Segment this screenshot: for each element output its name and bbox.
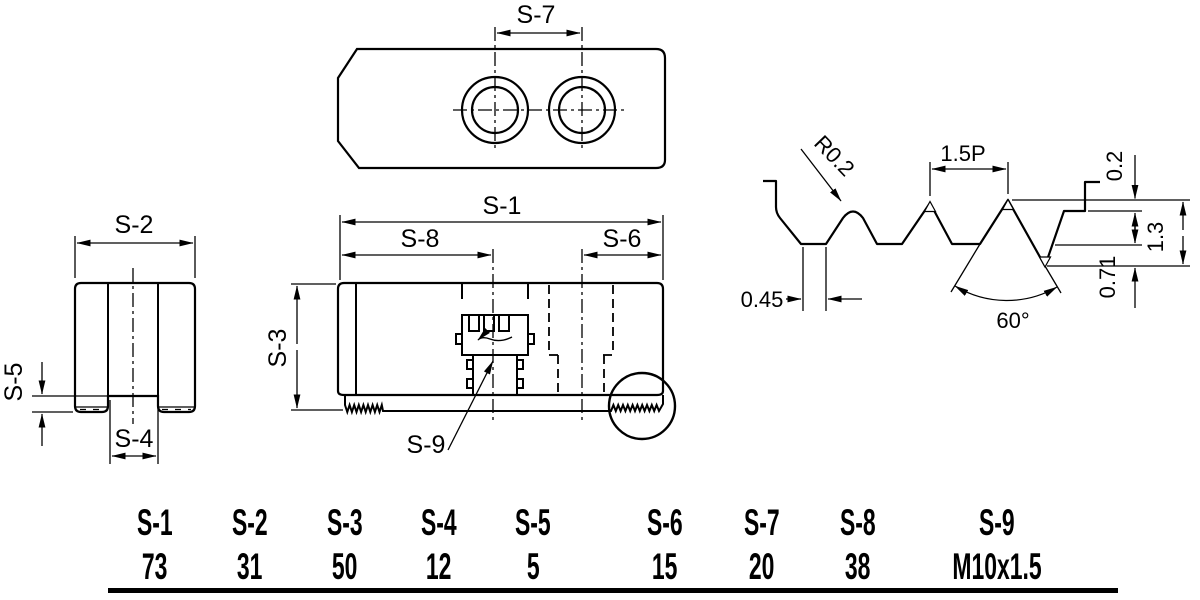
dim-label-s6: S-6 (603, 225, 642, 253)
dim-label-s2: S-2 (115, 211, 154, 239)
dimension-s1 (339, 215, 664, 280)
dim-label-s9: S-9 (407, 431, 446, 459)
dim-label-s7: S-7 (517, 1, 556, 29)
dim-label-s8: S-8 (401, 225, 440, 253)
dim-label-s3: S-3 (264, 329, 292, 368)
dimension-groove-width (786, 247, 862, 311)
serrated-step (344, 395, 664, 416)
side-view-outline (336, 281, 665, 397)
dim-label-groove-width: 0.45 (741, 287, 784, 312)
end-view-outline (73, 281, 197, 414)
dimension-s4 (109, 400, 159, 464)
side-view-centerlines (492, 249, 583, 424)
dim-label-s5: S-5 (0, 363, 28, 402)
top-view: S-7 (336, 1, 667, 170)
serration-detail: 60° R0.2 1.5P 0.45 (741, 130, 1190, 333)
dim-label-s4: S-4 (115, 425, 154, 453)
dim-label-pitch: 1.5P (940, 141, 985, 166)
angle-60 (950, 243, 1062, 302)
dim-label-radius: R0.2 (809, 130, 859, 181)
dimension-pitch (929, 162, 1009, 196)
end-view: S-2 S-5 S-4 (0, 211, 197, 464)
side-view: S-1 S-8 S-6 S-3 S-9 (264, 192, 677, 459)
dim-label-s1: S-1 (483, 192, 522, 220)
detail-circle (607, 371, 677, 441)
dim-label-root-depth: 0.71 (1095, 256, 1120, 299)
dimension-s5 (32, 362, 108, 446)
serration-profile (763, 179, 1100, 268)
top-view-centerlines (453, 27, 624, 152)
leader-radius (800, 148, 842, 202)
dim-label-angle: 60° (996, 308, 1029, 333)
dim-label-depth: 1.3 (1143, 222, 1168, 253)
top-view-outline (336, 47, 667, 170)
dimension-depth-stack (1012, 155, 1190, 308)
screw-counterbore (455, 314, 535, 395)
hidden-hole (548, 285, 614, 394)
feet-serration-lines (76, 406, 194, 411)
dimension-s3 (291, 283, 343, 411)
sharp-point-markers (923, 198, 1052, 269)
dim-label-crest-flat: 0.2 (1102, 151, 1127, 182)
leader-s9 (447, 360, 494, 451)
dimension-s2 (74, 236, 196, 278)
